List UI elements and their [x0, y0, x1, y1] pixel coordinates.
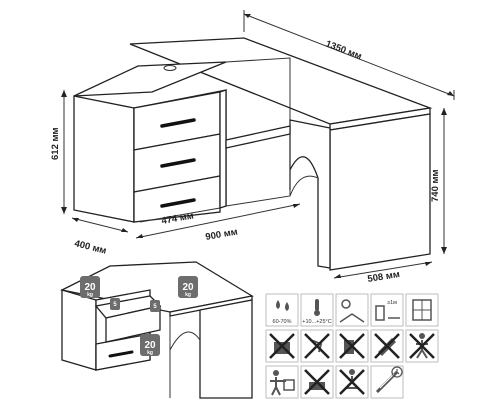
arrow-icon	[447, 91, 454, 96]
weight-icon	[178, 276, 198, 298]
assembly-two-person-icon	[265, 365, 299, 399]
dim-line-900	[135, 203, 301, 239]
desk-main-drawing	[73, 37, 433, 271]
svg-text:60-70%: 60-70%	[273, 319, 292, 325]
arrow-icon	[293, 204, 300, 208]
dim-line-508	[333, 261, 433, 279]
weight-icon	[150, 300, 160, 312]
weight-icon	[140, 334, 160, 356]
leg-arch	[289, 175, 319, 197]
load-value: 20	[84, 282, 96, 293]
drawer-2-handle	[160, 158, 196, 168]
load-value: 5	[113, 302, 117, 308]
weight-icon	[110, 298, 120, 310]
arrow-icon	[61, 90, 67, 97]
humidity-icon: 60-70%	[265, 293, 299, 327]
load-unit: kg	[185, 292, 191, 298]
care-icon-grid: 60-70% +10...+25°C ≥1м	[265, 293, 439, 399]
arrow-icon	[441, 108, 447, 115]
load-unit: kg	[147, 350, 153, 356]
drawer-3-handle	[160, 198, 196, 208]
no-hot-items-icon	[265, 329, 299, 363]
cabinet-side	[73, 95, 135, 223]
load-desk-leg	[199, 299, 253, 399]
dim-line-1350	[243, 13, 455, 97]
dimension-lines	[61, 10, 455, 279]
drawer-1-handle	[160, 118, 196, 128]
desk-leg-inner	[289, 119, 331, 269]
load-badge-drawer-2: 5	[150, 300, 160, 312]
arrow-icon	[441, 247, 447, 254]
load-drawer-handle	[108, 350, 134, 358]
load-value: 20	[182, 282, 194, 293]
arrow-icon	[136, 234, 143, 238]
temperature-icon: +10...+25°C	[300, 293, 334, 327]
shelf-divider	[219, 89, 227, 209]
no-standing-icon	[405, 329, 439, 363]
no-sunlight-icon	[335, 293, 369, 327]
arrow-icon	[334, 274, 341, 278]
load-badge-shelf: 20 kg	[140, 334, 160, 356]
dim-line-474	[139, 207, 221, 223]
no-climbing-icon	[335, 365, 369, 399]
no-impact-icon	[370, 329, 404, 363]
load-drawing	[60, 261, 254, 399]
load-badge-drawer-1: 5	[110, 298, 120, 310]
load-value: 5	[153, 304, 157, 310]
arrow-icon	[72, 218, 79, 222]
load-badge-top-left: 20 kg	[80, 276, 100, 298]
svg-text:≥1м: ≥1м	[387, 300, 397, 306]
dim-label-612: 612 мм	[50, 127, 61, 160]
load-badge-top-right: 20 kg	[178, 276, 198, 298]
load-open-drawer	[105, 305, 161, 343]
desk-leg-panel	[329, 113, 431, 271]
arrow-icon	[121, 228, 128, 232]
no-solvent-icon	[335, 329, 369, 363]
shelf-board	[225, 125, 291, 149]
clock-icon	[391, 366, 403, 378]
svg-text:+10...+25°C: +10...+25°C	[302, 319, 331, 325]
dim-label-508: 508 мм	[367, 269, 401, 285]
eco-material-icon	[370, 365, 404, 399]
arrow-icon	[244, 14, 251, 18]
dim-label-740: 740 мм	[430, 169, 441, 202]
ventilation-icon	[405, 293, 439, 327]
cable-hole	[163, 65, 177, 71]
weight-icon	[80, 276, 100, 298]
arrow-icon	[61, 207, 67, 214]
load-arch	[169, 316, 201, 398]
drawer-3	[133, 175, 221, 223]
no-water-icon	[300, 329, 334, 363]
dim-label-900: 900 мм	[205, 226, 239, 242]
load-value: 20	[144, 340, 156, 351]
shelf-back	[225, 57, 291, 207]
dim-line-400	[71, 217, 129, 233]
load-cabinet-side	[61, 289, 97, 371]
no-sitting-icon	[300, 365, 334, 399]
arrow-icon	[425, 262, 432, 266]
heater-distance-icon: ≥1м	[370, 293, 404, 327]
load-unit: kg	[87, 292, 93, 298]
dim-label-1350: 1350 мм	[324, 39, 363, 63]
load-drawer-bottom	[95, 333, 151, 371]
cabinet-top	[73, 61, 227, 97]
dim-label-400: 400 мм	[73, 238, 107, 257]
